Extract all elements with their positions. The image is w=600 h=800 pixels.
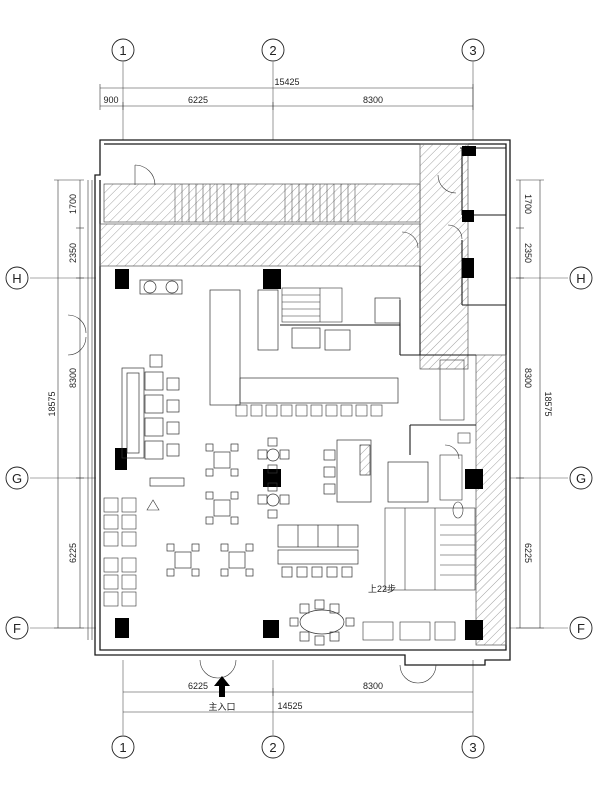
column [465, 469, 483, 489]
corridor-strip [99, 223, 421, 267]
dim-right-a: 1700 [523, 194, 533, 214]
dim-bottom-b: 8300 [363, 681, 383, 691]
round-tables-small [257, 437, 290, 519]
axis-bubble-G-right [569, 466, 593, 490]
column [115, 618, 129, 638]
left-facade-windows [87, 180, 93, 640]
counter-block [209, 289, 401, 406]
stair-up-label: 上22步 [368, 584, 396, 594]
axis-label-F-right: F [577, 621, 585, 636]
dim-bottom-a: 6225 [188, 681, 208, 691]
axis-bubble-G-left [5, 466, 29, 490]
dim-left-total: 18575 [47, 391, 57, 416]
axis-label-2-bottom: 2 [269, 740, 276, 755]
dim-top-total: 15425 [274, 77, 299, 87]
axis-bubble-2-bottom [261, 735, 285, 759]
dim-right-c: 8300 [523, 368, 533, 388]
axis-bubble-1-top [111, 38, 135, 62]
long-tables [277, 524, 359, 578]
column [263, 469, 281, 487]
axis-bubble-1-bottom [111, 735, 135, 759]
axis-label-3-bottom: 3 [469, 740, 476, 755]
axis-label-1-bottom: 1 [119, 740, 126, 755]
column [465, 620, 483, 640]
dim-left-c: 8300 [68, 368, 78, 388]
dimension-lines [54, 84, 544, 713]
entrance-label: 主入口 [208, 701, 235, 712]
dim-right-d: 6225 [523, 543, 533, 563]
axis-label-G-left: G [12, 471, 22, 486]
stair-treads-top [174, 184, 356, 222]
axis-label-G-right: G [576, 471, 586, 486]
axis-bubbles [5, 38, 593, 759]
dim-top-c: 8300 [363, 95, 383, 105]
column [263, 620, 279, 638]
stair-lower [384, 507, 476, 591]
axis-label-F-left: F [13, 621, 21, 636]
right-hatch-block [419, 143, 469, 370]
axis-label-2-top: 2 [269, 43, 276, 58]
sofa-group [121, 354, 185, 487]
axis-label-H-left: H [12, 271, 21, 286]
dim-top-b: 6225 [188, 95, 208, 105]
oval-table [289, 599, 355, 646]
axis-bubble-H-left [5, 266, 29, 290]
restroom-fixtures [439, 359, 471, 519]
column [263, 269, 281, 289]
triangle-marker-icon [146, 499, 160, 511]
axis-label-3-top: 3 [469, 43, 476, 58]
axis-bubble-F-left [5, 616, 29, 640]
column [462, 146, 476, 156]
dim-left-b: 2350 [68, 243, 78, 263]
dim-top-a: 900 [103, 95, 118, 105]
axis-bubble-3-top [461, 38, 485, 62]
dining-tables [166, 443, 254, 577]
column [115, 269, 129, 289]
axis-bubble-3-bottom [461, 735, 485, 759]
dim-left-d: 6225 [68, 543, 78, 563]
bar-stools [235, 404, 383, 417]
column [462, 210, 474, 222]
dim-right-b: 2350 [523, 243, 533, 263]
stair-upper [281, 287, 343, 323]
left-booths [103, 497, 137, 607]
column [115, 448, 127, 470]
axis-bubble-2-top [261, 38, 285, 62]
right-wall-hatch [475, 354, 507, 646]
stair-strip-top [103, 183, 421, 223]
axis-bubble-H-right [569, 266, 593, 290]
axis-label-H-right: H [576, 271, 585, 286]
dim-left-a: 1700 [68, 194, 78, 214]
structural-columns [115, 146, 483, 640]
center-island [323, 439, 429, 503]
column [462, 258, 474, 278]
doors [67, 164, 463, 684]
round-table-top [139, 279, 183, 295]
entrance-arrow-icon [214, 676, 230, 697]
axis-bubble-F-right [569, 616, 593, 640]
exterior-walls [94, 139, 511, 666]
dim-bottom-total: 14525 [277, 701, 302, 711]
dim-right-total: 18575 [543, 391, 553, 416]
hatched-zones [99, 143, 507, 646]
right-booths [362, 621, 456, 641]
axis-label-1-top: 1 [119, 43, 126, 58]
